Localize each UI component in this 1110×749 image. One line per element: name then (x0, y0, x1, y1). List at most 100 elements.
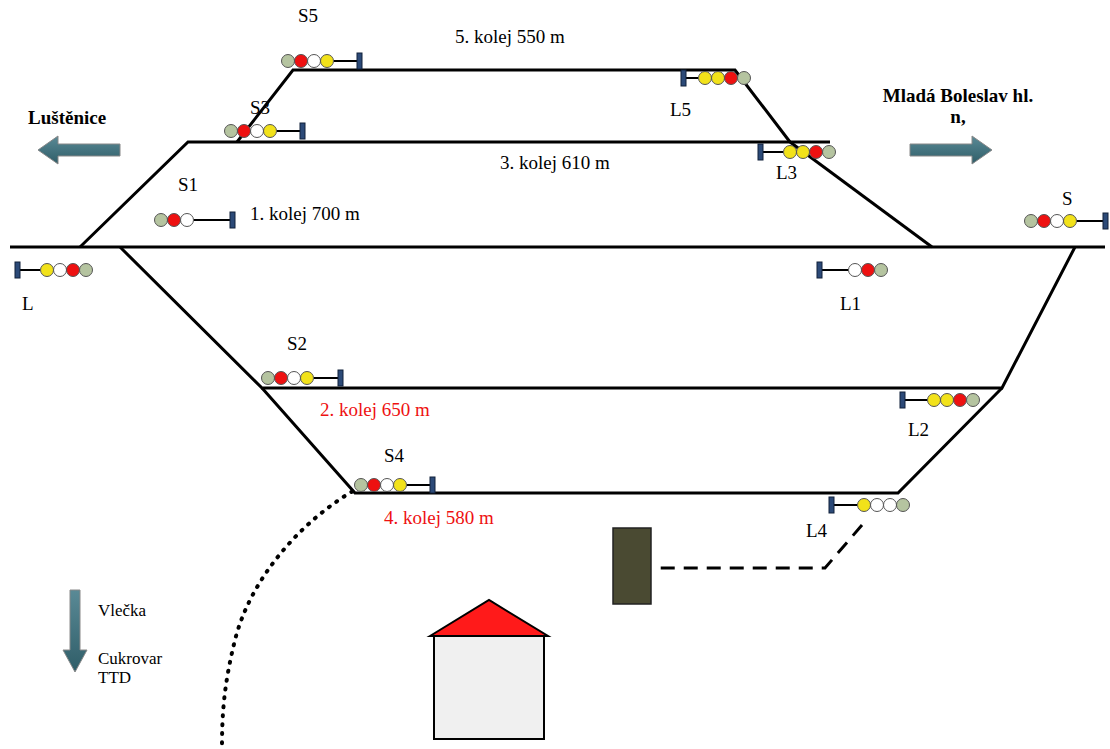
signal-lamp (295, 55, 308, 68)
track-label: 2. kolej 650 m (320, 400, 430, 421)
signal-lamp (67, 264, 80, 277)
track-label: 5. kolej 550 m (455, 27, 565, 48)
signal (681, 70, 751, 86)
signal-lamp (282, 55, 295, 68)
signal-lamp (875, 264, 888, 277)
signal-lamp (738, 72, 751, 85)
direction-arrows (38, 136, 992, 672)
signal-lamp (897, 499, 910, 512)
signal-post (407, 484, 430, 486)
signal-lamp (784, 146, 797, 159)
signal-post (314, 377, 338, 379)
signal-name: L2 (908, 420, 929, 441)
direction-label: Luštěnice (28, 108, 106, 129)
signal-lamp (1038, 215, 1051, 228)
signal-post (685, 77, 698, 79)
arrow-left (38, 136, 120, 164)
signal-name: S5 (298, 6, 318, 27)
tracks (10, 70, 1105, 493)
signal-lamp (368, 479, 381, 492)
signal-lamp (301, 372, 314, 385)
signal (758, 144, 836, 160)
signal-mast (300, 123, 305, 139)
signal-lamp (308, 55, 321, 68)
signal-mast (817, 262, 822, 278)
signal-lamp (928, 394, 941, 407)
note-label: Vlečka (98, 602, 146, 621)
siding-stub (652, 525, 862, 568)
signal-post (194, 219, 230, 221)
signal-lamp (155, 214, 168, 227)
track-4 (262, 388, 1002, 493)
signal-mast (758, 144, 763, 160)
signal-lamp (884, 499, 897, 512)
signal-post (833, 504, 857, 506)
signal-mast (357, 53, 362, 69)
signal-post (762, 151, 783, 153)
signal-name: S3 (250, 98, 270, 119)
signal-mast (681, 70, 686, 86)
signal (829, 497, 910, 513)
signal-post (334, 60, 357, 62)
signal-lamp (238, 125, 251, 138)
building-wall (434, 636, 544, 739)
signal-lamp (1064, 215, 1077, 228)
signal-name: L (22, 294, 34, 315)
signal-lamp (871, 499, 884, 512)
signal-mast (1103, 213, 1108, 229)
switch (790, 142, 932, 247)
track-1 (10, 246, 1105, 249)
signal-lamp (288, 372, 301, 385)
signal-post (1077, 220, 1103, 222)
signal-lamp (862, 264, 875, 277)
signal (900, 392, 980, 408)
signal-name: L3 (776, 163, 797, 184)
signal-lamp (264, 125, 277, 138)
signal-lamp (797, 146, 810, 159)
signal-post (277, 130, 300, 132)
signal-lamp (251, 125, 264, 138)
signal-lamp (262, 372, 275, 385)
signal-mast (430, 477, 435, 493)
signal-lamp (712, 72, 725, 85)
signal-name: L5 (670, 100, 691, 121)
direction-label: Mladá Boleslav hl. n, (878, 86, 1038, 128)
signal-name: S4 (384, 446, 404, 467)
signal-lamp (1025, 215, 1038, 228)
signal (225, 123, 306, 139)
signal-lamp (954, 394, 967, 407)
track-5 (237, 70, 790, 142)
track-2 (120, 247, 1075, 388)
signal-post (904, 399, 927, 401)
signal-post (19, 269, 40, 271)
signal-lamp (394, 479, 407, 492)
signal-lamp (967, 394, 980, 407)
signals (15, 53, 1108, 513)
signal-name: S2 (287, 334, 307, 355)
signal-lamp (181, 214, 194, 227)
signal (1025, 213, 1109, 229)
signal-name: S1 (178, 175, 198, 196)
track-3 (80, 142, 830, 247)
arrow-right (910, 136, 992, 164)
signal-lamp (80, 264, 93, 277)
signal-lamp (1051, 215, 1064, 228)
signal (282, 53, 363, 69)
signal-name: L4 (806, 521, 827, 542)
signal-mast (829, 497, 834, 513)
signal-lamp (849, 264, 862, 277)
signal-mast (900, 392, 905, 408)
track-label: 4. kolej 580 m (384, 508, 494, 529)
signal-mast (338, 370, 343, 386)
signal-lamp (725, 72, 738, 85)
note-label: Cukrovar TTD (98, 650, 162, 687)
track-label: 1. kolej 700 m (250, 204, 360, 225)
signal-post (821, 269, 848, 271)
signal (355, 477, 436, 493)
signal-lamp (168, 214, 181, 227)
signal-name: L1 (840, 294, 861, 315)
signal-name: S (1062, 189, 1073, 210)
signal-lamp (41, 264, 54, 277)
